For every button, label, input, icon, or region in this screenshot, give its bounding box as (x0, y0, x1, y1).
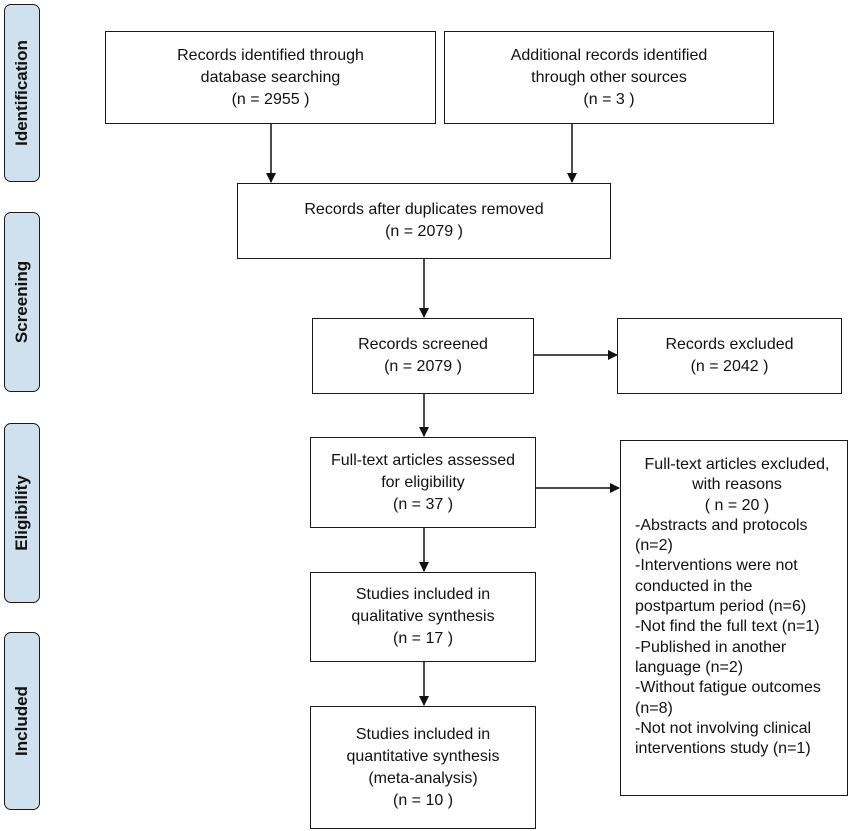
db-search-line1: Records identified through (177, 46, 364, 64)
other-sources-count: (n = 3 ) (583, 90, 635, 108)
fulltext-assessed-line1: Full-text articles assessed (330, 451, 516, 469)
db-search-count: (n = 2955 ) (231, 90, 310, 108)
exclusion-reason: -Without fatigue outcomes (635, 679, 821, 697)
quantitative-line3: (meta-analysis) (368, 769, 478, 787)
box-records-screened: Records screened (n = 2079 ) (312, 318, 534, 394)
db-search-line2: database searching (200, 68, 341, 86)
screened-line1: Records screened (358, 336, 488, 353)
exclusion-reason: (n=2) (635, 537, 673, 555)
excluded-count: (n = 2042 ) (690, 358, 769, 375)
box-fulltext-assessed: Full-text articles assessed for eligibil… (310, 437, 536, 528)
exclusion-reason: -Published in another (635, 638, 787, 656)
other-sources-line2: through other sources (531, 68, 687, 86)
fulltext-excluded-count: ( n = 20 ) (704, 496, 770, 514)
fulltext-assessed-count: (n = 37 ) (392, 495, 454, 513)
quantitative-count: (n = 10 ) (392, 791, 454, 809)
fulltext-assessed-line2: for eligibility (381, 473, 465, 491)
exclusion-reason: -Not not involving clinical (635, 719, 812, 737)
exclusion-reason: -Not find the full text (n=1) (635, 618, 820, 636)
stage-screening: Screening (4, 212, 40, 392)
quantitative-line1: Studies included in (355, 725, 491, 743)
box-other-sources: Additional records identified through ot… (444, 31, 774, 124)
qualitative-line1: Studies included in (355, 586, 491, 603)
box-qualitative-synthesis: Studies included in qualitative synthesi… (310, 572, 536, 662)
quantitative-line2: quantitative synthesis (346, 747, 500, 765)
qualitative-count: (n = 17 ) (392, 630, 454, 647)
exclusion-reason: postpartum period (n=6) (635, 598, 807, 616)
exclusion-reason: conducted in the (635, 577, 753, 595)
stage-identification: Identification (4, 4, 40, 182)
box-records-excluded: Records excluded (n = 2042 ) (617, 318, 842, 394)
qualitative-line2: qualitative synthesis (351, 608, 495, 625)
duplicates-removed-count: (n = 2079 ) (385, 223, 463, 240)
stage-eligibility: Eligibility (4, 423, 40, 603)
exclusion-reason: -Abstracts and protocols (635, 516, 808, 534)
stage-included: Included (4, 632, 40, 810)
excluded-line1: Records excluded (665, 336, 794, 353)
box-duplicates-removed: Records after duplicates removed (n = 20… (237, 183, 611, 259)
screened-count: (n = 2079 ) (384, 358, 462, 375)
exclusion-reason: interventions study (n=1) (635, 740, 811, 758)
exclusion-reason: -Interventions were not (635, 557, 798, 575)
exclusion-reason: (n=8) (635, 699, 673, 717)
box-quantitative-synthesis: Studies included in quantitative synthes… (310, 706, 536, 829)
other-sources-line1: Additional records identified (510, 46, 708, 64)
duplicates-removed-line1: Records after duplicates removed (304, 201, 544, 218)
fulltext-excluded-head2: with reasons (692, 476, 782, 494)
fulltext-excluded-head1: Full-text articles excluded, (644, 456, 830, 473)
box-fulltext-excluded: Full-text articles excluded, with reason… (620, 440, 848, 796)
exclusion-reason: language (n=2) (635, 658, 744, 676)
box-database-search: Records identified through database sear… (105, 31, 436, 124)
